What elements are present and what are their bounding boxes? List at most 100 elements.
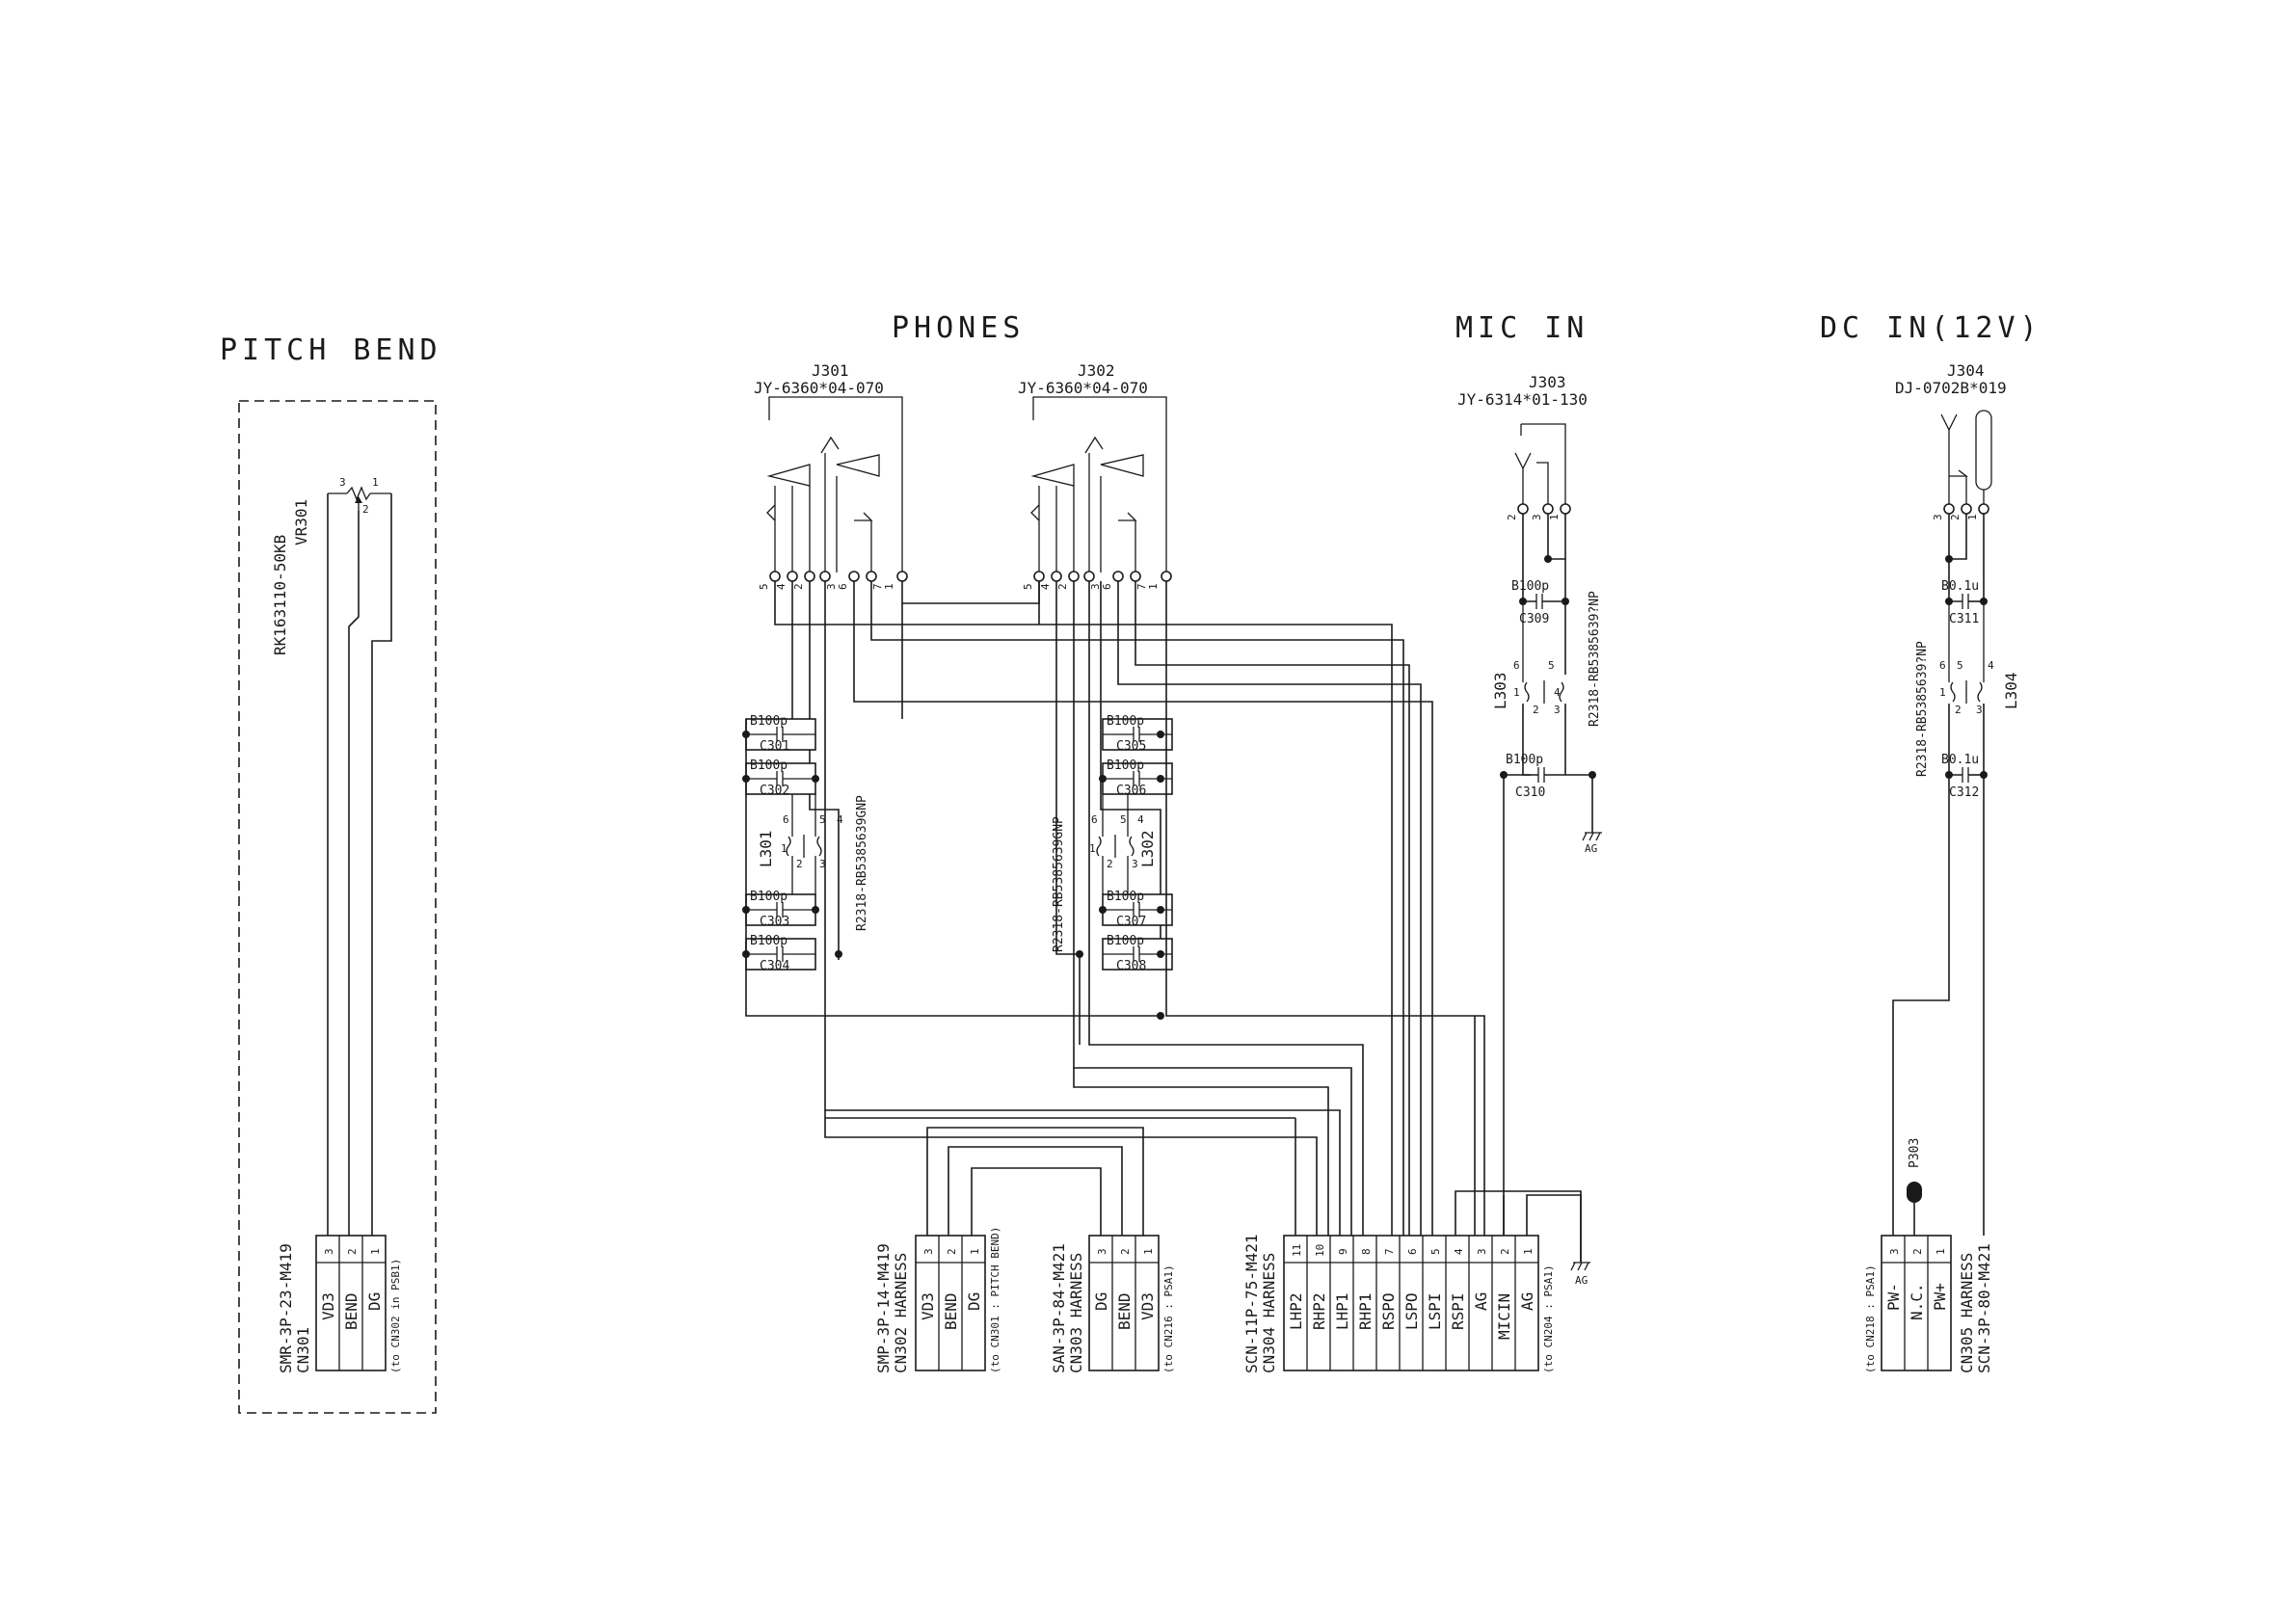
l303-pin-5: 5 <box>1548 659 1555 672</box>
j303-pin-3: 3 <box>1531 514 1543 520</box>
c302-value: B100p <box>750 758 788 773</box>
cn302-pin-name-dg: DG <box>965 1292 983 1311</box>
vr301-part: RK163110-50KB <box>271 535 289 655</box>
l301-part: R2318-RB5385639GNP <box>855 795 869 931</box>
c309-capacitor: B100p C309 <box>1511 514 1565 626</box>
j303-ref: J303 <box>1529 373 1566 391</box>
pitch-bend-section: RK163110-50KB VR301 3 1 2 3 2 1 VD3 BEND <box>238 400 437 1414</box>
cn302-pin-name-vd3: VD3 <box>919 1292 937 1320</box>
j304-part: DJ-0702B*019 <box>1895 379 2007 397</box>
c306-value: B100p <box>1107 758 1144 773</box>
cn301-ref-label: CN301 <box>294 1327 312 1373</box>
j304-jack-symbol: 3 2 1 <box>1932 410 1992 520</box>
j301-pin-1: 1 <box>883 583 895 590</box>
cn304-pin-10: 10 <box>1314 1244 1326 1257</box>
j302-pin-3: 3 <box>1089 583 1102 590</box>
vr301-pin-2: 2 <box>362 503 369 516</box>
c302-capacitor: B100p C302 <box>745 758 816 798</box>
j303-pin-1: 1 <box>1548 514 1561 520</box>
l304-pin-5: 5 <box>1957 659 1963 672</box>
cn305-pin-3: 3 <box>1888 1248 1901 1255</box>
cn304-pin-name-ag3: AG <box>1472 1292 1490 1311</box>
dc-in-section: J304 DJ-0702B*019 3 2 1 B0.1u C311 <box>1864 361 2020 1373</box>
cn304-wire-stubs <box>825 1016 1505 1236</box>
cn303-pin-1: 1 <box>1142 1248 1155 1255</box>
l304-pin-2: 2 <box>1955 704 1962 716</box>
cn303-connector: 3 2 1 DG BEND VD3 <box>1088 1235 1160 1371</box>
j301-jack-symbol <box>766 396 903 572</box>
l302-pin-6: 6 <box>1091 813 1098 826</box>
c307-ref: C307 <box>1116 915 1146 929</box>
j304-ref: J304 <box>1947 361 1985 380</box>
l301-ref: L301 <box>757 830 775 867</box>
j301-ref: J301 <box>812 361 849 380</box>
cn301-connector: 3 2 1 VD3 BEND DG <box>315 1235 387 1371</box>
cn305-pin-name-pw-plus: PW+ <box>1931 1283 1949 1311</box>
cn303-pin-name-bend: BEND <box>1115 1292 1134 1330</box>
cn305-pin-name-pw-minus: PW- <box>1884 1283 1903 1311</box>
cn305-ref-label: CN305 HARNESS <box>1958 1253 1976 1373</box>
cn304-pin-3: 3 <box>1476 1248 1488 1255</box>
c301-value: B100p <box>750 714 788 729</box>
j304-pin-1: 1 <box>1966 514 1979 520</box>
cn303-pin-name-vd3: VD3 <box>1138 1292 1157 1320</box>
c304-value: B100p <box>750 934 788 948</box>
l303-pin-6: 6 <box>1513 659 1520 672</box>
l301-coil: 6 5 4 1 2 3 L301 R2318-RB5385639GNP <box>757 794 869 931</box>
c311-ref: C311 <box>1949 612 1979 626</box>
l303-pin-4: 4 <box>1554 686 1561 699</box>
j301-pin-5: 5 <box>758 583 770 590</box>
l302-pin-1: 1 <box>1089 842 1096 855</box>
cn305-note: (to CN218 : PSA1) <box>1864 1264 1877 1373</box>
c307-value: B100p <box>1107 890 1144 904</box>
j302-pins: 5 4 2 3 6 7 1 <box>1022 571 1172 590</box>
cn303-pin-2: 2 <box>1119 1248 1132 1255</box>
j304-pin-2: 2 <box>1949 514 1962 520</box>
c309-value: B100p <box>1511 579 1549 594</box>
cn304-pin-name-lspo: LSPO <box>1402 1292 1421 1330</box>
j302-pin-6: 6 <box>1101 583 1113 590</box>
ground-label-mic: AG <box>1585 842 1597 855</box>
c310-ref: C310 <box>1515 785 1545 800</box>
j301-pin-4: 4 <box>775 583 788 590</box>
c303-capacitor: B100p C303 <box>745 890 816 929</box>
l303-pin-1: 1 <box>1513 686 1520 699</box>
p303-test-point: P303 <box>1907 1138 1922 1236</box>
cn304-pin-name-rhp1: RHP1 <box>1356 1292 1375 1330</box>
l304-pin-1: 1 <box>1939 686 1946 699</box>
l304-pin-4: 4 <box>1988 659 1994 672</box>
cn304-pin-9: 9 <box>1337 1248 1349 1255</box>
cn302-harness-label: SMP-3P-14-M419 <box>874 1243 893 1373</box>
cn305-pin-name-nc: N.C. <box>1908 1283 1926 1320</box>
cn302-pin-3: 3 <box>922 1248 935 1255</box>
c303-ref: C303 <box>760 915 789 929</box>
c301-capacitor: B100p C301 <box>745 714 816 754</box>
l303-pin-3: 3 <box>1554 704 1561 716</box>
cn304-pin-name-rspi: RSPI <box>1449 1292 1467 1330</box>
cn304-connector: 11 10 9 8 7 6 5 4 3 2 1 LHP2 RHP2 LHP1 R… <box>1283 1235 1539 1371</box>
dc-in-title: DC IN(12V) <box>1820 311 2042 345</box>
c310-value: B100p <box>1506 753 1543 767</box>
c305-capacitor: B100p C305 <box>1102 714 1173 754</box>
mic-in-title: MIC IN <box>1455 311 1589 345</box>
l302-pin-5: 5 <box>1120 813 1127 826</box>
c309-ref: C309 <box>1519 612 1549 626</box>
l303-part: R2318-RB5385639?NP <box>1588 591 1602 727</box>
j303-jack-symbol: 2 3 1 <box>1506 423 1571 520</box>
cn301-pin-1: 1 <box>369 1248 382 1255</box>
cn304-ref-label: CN304 HARNESS <box>1260 1253 1278 1373</box>
phones-title: PHONES <box>892 311 1025 345</box>
c301-ref: C301 <box>760 739 789 754</box>
cn304-pin-name-rhp2: RHP2 <box>1310 1292 1328 1330</box>
j301-pin-2: 2 <box>792 583 805 590</box>
l301-pin-2: 2 <box>796 858 803 870</box>
cn302-connector: 3 2 1 VD3 BEND DG <box>915 1235 986 1371</box>
cn304-pin-4: 4 <box>1453 1248 1465 1255</box>
cn304-pin-7: 7 <box>1383 1248 1396 1255</box>
cn304-pin-name-rspo: RSPO <box>1379 1292 1398 1330</box>
pitch-bend-board-outline <box>238 400 437 1414</box>
l304-ref: L304 <box>2002 672 2020 709</box>
cn304-harness-label: SCN-11P-75-M421 <box>1242 1235 1261 1374</box>
c312-ref: C312 <box>1949 785 1979 800</box>
l302-pin-2: 2 <box>1107 858 1113 870</box>
